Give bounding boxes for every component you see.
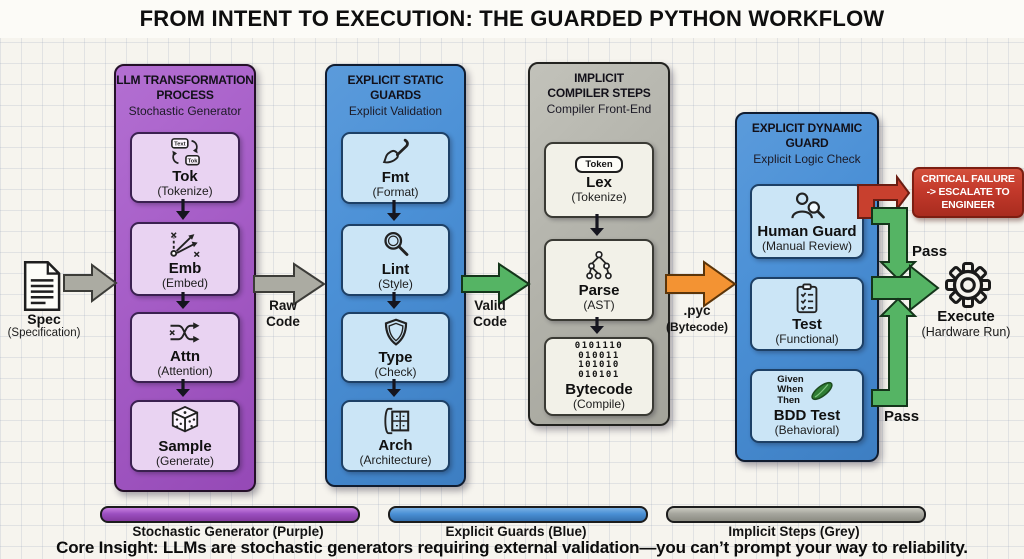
pyc-arrow: [665, 260, 737, 308]
attention-shuffle-icon: [167, 318, 203, 347]
card-bdd-test: Given When Then BDD Test (Behavioral): [750, 369, 864, 443]
spec-sublabel: (Specification): [7, 327, 81, 339]
pass-label-top: Pass: [912, 243, 948, 260]
card-lint: Lint (Style): [341, 224, 450, 296]
gear-icon: [942, 260, 994, 315]
card-attn: Attn (Attention): [130, 312, 240, 383]
card-tok: Text Tok Tok (Tokenize): [130, 132, 240, 203]
column-llm-transformation: LLM TRANSFORMATION PROCESS Stochastic Ge…: [114, 64, 256, 492]
core-insight-text: Core Insight: LLMs are stochastic genera…: [56, 538, 968, 557]
page-title: FROM INTENT TO EXECUTION: THE GUARDED PY…: [139, 6, 885, 31]
blueprint-icon: [378, 406, 414, 436]
execute-node: Execute (Hardware Run): [921, 308, 1011, 339]
magnifier-icon: [379, 229, 413, 260]
raw-code-label: Raw Code: [266, 298, 300, 329]
vector-embed-icon: [167, 229, 203, 259]
legend-swatch-purple: [100, 506, 360, 523]
spec-arrow: [63, 263, 118, 303]
spec-node: Spec (Specification): [0, 312, 88, 340]
token-cycle-icon: Text Tok: [164, 137, 206, 167]
column-compiler-header: IMPLICIT COMPILER STEPS Compiler Front-E…: [546, 71, 652, 116]
card-emb: Emb (Embed): [130, 222, 240, 296]
card-arch: Arch (Architecture): [341, 400, 450, 472]
gherkin-cucumber-icon: Given When Then: [777, 374, 836, 407]
legend-label-grey: Implicit Steps (Grey): [728, 524, 860, 539]
shield-icon: [379, 317, 413, 348]
column-llm-header: LLM TRANSFORMATION PROCESS Stochastic Ge…: [116, 73, 254, 118]
legend-swatch-blue: [388, 506, 648, 523]
card-type: Type (Check): [341, 312, 450, 383]
valid-code-label: Valid Code: [473, 298, 507, 329]
card-human-guard: Human Guard (Manual Review): [750, 184, 864, 259]
pyc-label: .pyc (Bytecode): [665, 303, 728, 334]
title-bar: FROM INTENT TO EXECUTION: THE GUARDED PY…: [0, 0, 1024, 38]
legend-label-purple: Stochastic Generator (Purple): [132, 524, 324, 539]
card-test: Test (Functional): [750, 277, 864, 351]
dice-icon: [168, 405, 202, 437]
column-static-header: EXPLICIT STATIC GUARDS Explicit Validati…: [347, 73, 444, 118]
token-badge-icon: Token: [575, 156, 623, 173]
critical-failure-box: CRITICAL FAILURE -> ESCALATE TO ENGINEER: [912, 167, 1024, 218]
card-parse: Parse (AST): [544, 239, 654, 321]
card-lex: Token Lex (Tokenize): [544, 142, 654, 218]
document-icon: [18, 260, 64, 317]
binary-code-icon: 0101110 010011 101010 010101: [574, 341, 624, 380]
paintbrush-icon: [379, 137, 413, 168]
column-dynamic-guard: EXPLICIT DYNAMIC GUARD Explicit Logic Ch…: [735, 112, 879, 462]
legend-label-blue: Explicit Guards (Blue): [445, 524, 587, 539]
spec-label: Spec: [27, 311, 61, 327]
ast-tree-icon: [581, 249, 617, 281]
card-fmt: Fmt (Format): [341, 132, 450, 204]
column-dynamic-header: EXPLICIT DYNAMIC GUARD Explicit Logic Ch…: [751, 121, 863, 166]
svg-text:Text: Text: [174, 142, 186, 148]
pass-main-arrow: [871, 263, 940, 313]
card-bytecode: 0101110 010011 101010 010101 Bytecode (C…: [544, 337, 654, 416]
card-sample: Sample (Generate): [130, 400, 240, 472]
checklist-clipboard-icon: [791, 282, 823, 315]
column-compiler-steps: IMPLICIT COMPILER STEPS Compiler Front-E…: [528, 62, 670, 426]
pass-label-bottom: Pass: [884, 408, 920, 425]
column-static-guards: EXPLICIT STATIC GUARDS Explicit Validati…: [325, 64, 466, 487]
reviewer-magnifier-icon: [787, 191, 827, 222]
legend-swatch-grey: [666, 506, 926, 523]
svg-text:Tok: Tok: [188, 159, 199, 165]
